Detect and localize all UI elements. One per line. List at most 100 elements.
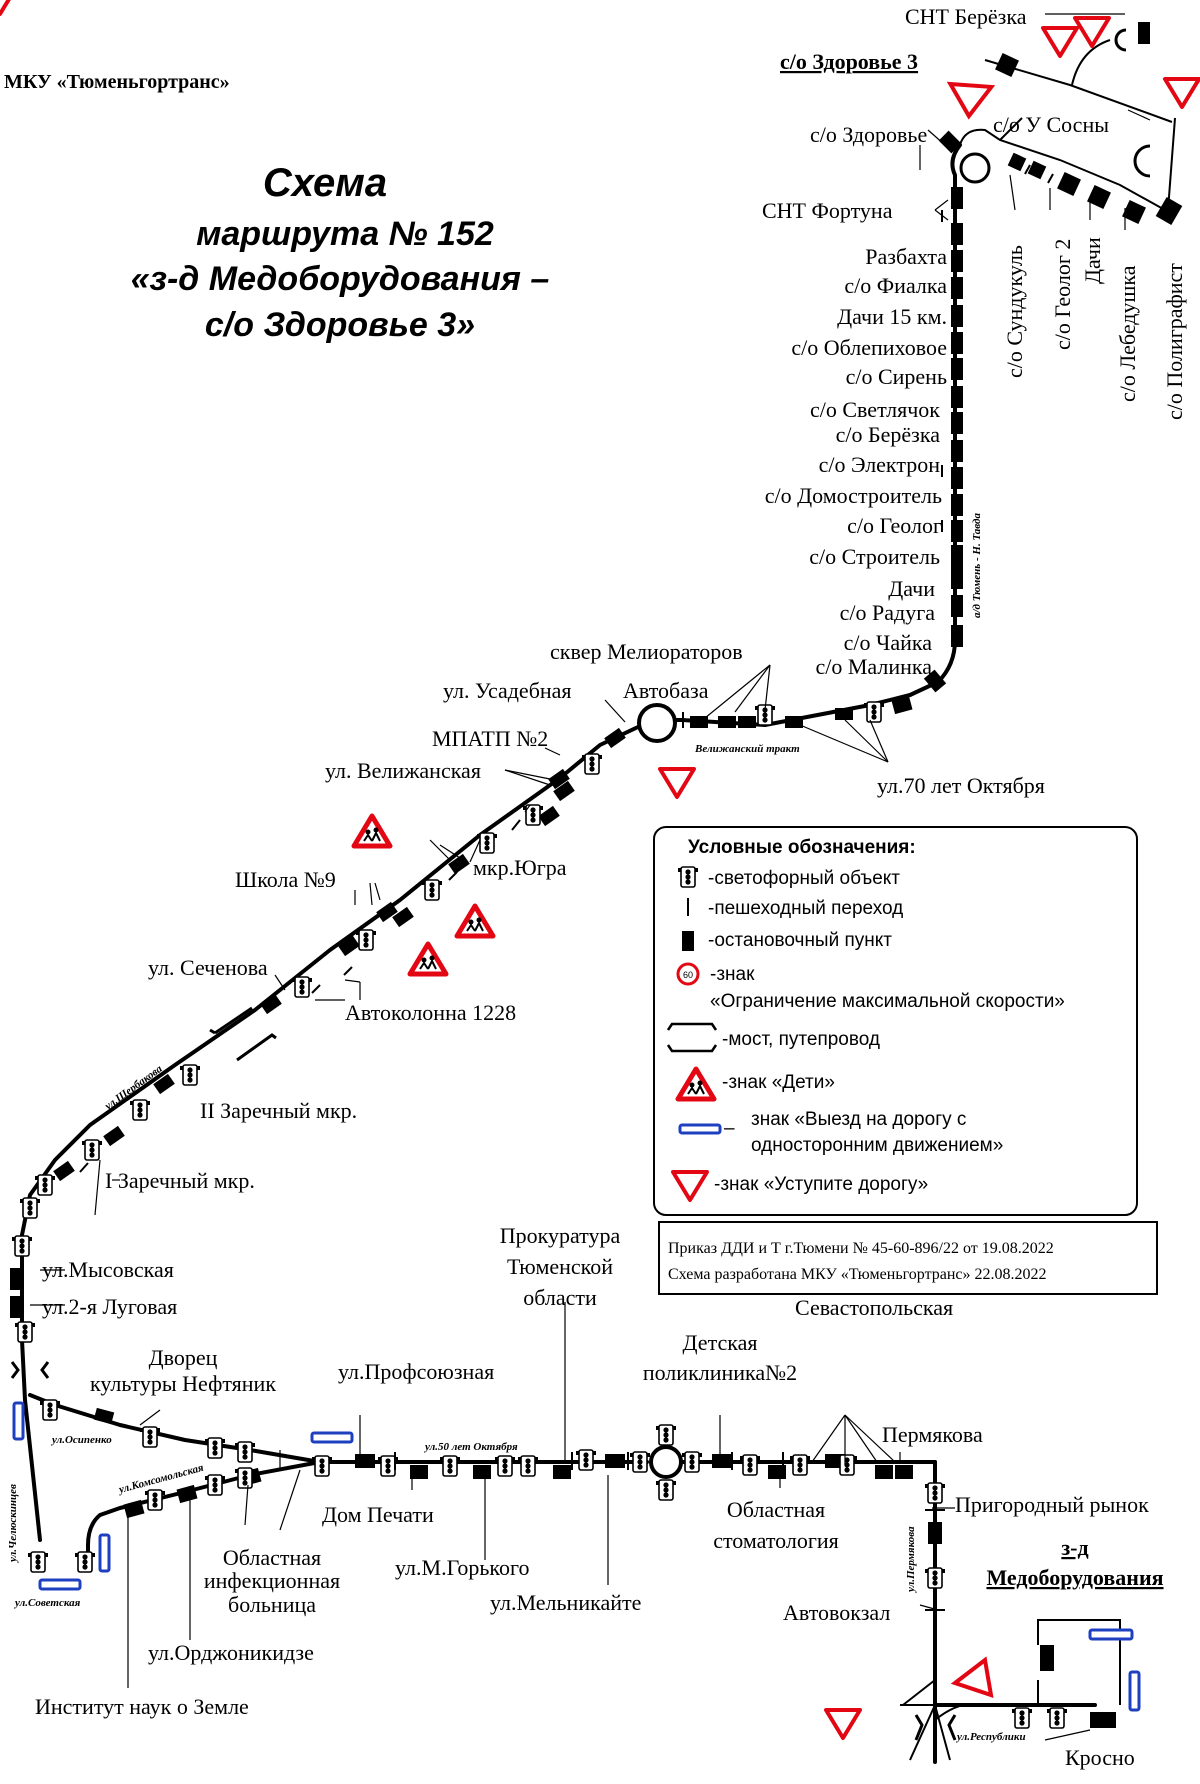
label-sundukul: с/о Сундукуль bbox=[1002, 245, 1027, 378]
label-snt-berezka: СНТ Берёзка bbox=[905, 4, 1027, 29]
stop-labels-vertical: с/о Сундукуль с/о Геолог 2 Дачи с/о Лебе… bbox=[971, 237, 1187, 618]
label-lebedushka: с/о Лебедушка bbox=[1115, 265, 1140, 402]
label-dvorets1: Дворец bbox=[149, 1345, 218, 1370]
label-detskaya2: поликлиника№2 bbox=[643, 1360, 797, 1385]
label-snt-fortuna: СНТ Фортуна bbox=[762, 198, 893, 223]
label-institut: Институт наук о Земле bbox=[35, 1694, 249, 1719]
org-name: МКУ «Тюменьгортранс» bbox=[4, 71, 230, 93]
legend-traffic-light: -светофорный объект bbox=[708, 868, 900, 889]
street-sovetskaya: ул.Советская bbox=[13, 1597, 81, 1609]
label-berezka: с/о Берёзка bbox=[836, 422, 941, 447]
label-dom-pechati: Дом Печати bbox=[322, 1502, 434, 1527]
large-yield-signs bbox=[946, 81, 996, 1698]
label-prigorodny: Пригородный рынок bbox=[955, 1492, 1149, 1517]
street-50-let: ул.50 лет Октября bbox=[423, 1441, 518, 1453]
label-oblastnaya-stom1: Областная bbox=[727, 1497, 825, 1522]
label-velizhanskaya: ул. Велижанская bbox=[325, 758, 481, 783]
label-skver: сквер Мелиораторов bbox=[550, 639, 743, 664]
label-zarechny1: I Заречный мкр. bbox=[105, 1168, 255, 1193]
street-respubliki: ул.Республики bbox=[955, 1731, 1026, 1743]
label-fialka: с/о Фиалка bbox=[844, 273, 947, 298]
label-geolog2: с/о Геолог 2 bbox=[1050, 239, 1075, 350]
label-dachi-a: Дачи bbox=[888, 576, 935, 601]
oneway-icon bbox=[678, 1123, 722, 1135]
order-line2: Схема разработана МКУ «Тюменьгортранс» 2… bbox=[668, 1266, 1047, 1283]
label-u-sosny: с/о У Сосны bbox=[993, 112, 1109, 137]
legend-bridge: -мост, путепровод bbox=[722, 1029, 880, 1050]
label-mpatp: МПАТП №2 bbox=[432, 726, 548, 751]
stop-labels-south: Дворец культуры Нефтяник ул.Профсоюзная … bbox=[7, 1223, 1164, 1770]
title-line1: Схема bbox=[263, 161, 387, 205]
label-razbakhta: Разбахта bbox=[865, 244, 947, 269]
label-infek2: инфекционная bbox=[204, 1568, 340, 1593]
label-melnikayte: ул.Мельникайте bbox=[490, 1590, 641, 1615]
legend-children: -знак «Дети» bbox=[722, 1072, 835, 1093]
stop-markers bbox=[10, 22, 1183, 1728]
legend-yield: -знак «Уступите дорогу» bbox=[714, 1174, 928, 1195]
label-detskaya1: Детская bbox=[683, 1330, 758, 1355]
label-siren: с/о Сирень bbox=[846, 364, 947, 389]
label-krosno: Кросно bbox=[1065, 1745, 1135, 1770]
label-permyakova: Пермякова bbox=[882, 1422, 983, 1447]
label-zdorovye3: с/о Здоровье 3 bbox=[780, 49, 918, 74]
label-domostroitel: с/о Домостроитель bbox=[765, 483, 942, 508]
label-70-let: ул.70 лет Октября bbox=[877, 773, 1045, 798]
label-dachi-b: Дачи bbox=[1080, 237, 1105, 284]
legend-speed-value: 60 bbox=[683, 970, 693, 980]
legend-heading: Условные обозначения: bbox=[688, 837, 916, 858]
label-zarechny2: II Заречный мкр. bbox=[200, 1098, 357, 1123]
label-prokuratura1: Прокуратура bbox=[500, 1223, 621, 1248]
street-velizhansky: Велижанский тракт bbox=[694, 743, 800, 755]
label-poligrafist: с/о Полиграфист bbox=[1162, 263, 1187, 420]
legend-stop: -остановочный пункт bbox=[708, 930, 892, 951]
legend-oneway-2: односторонним движением» bbox=[751, 1135, 1003, 1156]
speed-limit-icon bbox=[676, 962, 700, 986]
label-zavod1: з-д bbox=[1061, 1535, 1088, 1560]
order-box: Приказ ДДИ и Т г.Тюмени № 45-60-896/22 о… bbox=[658, 1221, 1158, 1295]
order-line1: Приказ ДДИ и Т г.Тюмени № 45-60-896/22 о… bbox=[668, 1240, 1054, 1257]
label-lugovaya: ул.2-я Луговая bbox=[42, 1294, 177, 1319]
label-sechenova: ул. Сеченова bbox=[148, 955, 268, 980]
street-tyumen-tavda: а/д Тюмень - Н. Тавда bbox=[971, 513, 983, 618]
label-dachi15: Дачи 15 км. bbox=[837, 304, 947, 329]
label-infek3: больница bbox=[228, 1592, 316, 1617]
street-osipenko: ул.Осипенко bbox=[50, 1434, 112, 1446]
label-yugra: мкр.Югра bbox=[473, 855, 567, 880]
label-sevastopolskaya: Севастопольская bbox=[795, 1295, 953, 1320]
title-line3: «з-д Медоборудования – bbox=[131, 260, 550, 298]
street-permyakova: ул.Пермякова bbox=[905, 1526, 917, 1594]
crossings bbox=[79, 164, 1054, 1611]
map-title: Схема маршрута № 152 «з-д Медоборудовани… bbox=[131, 161, 550, 344]
label-svetlyachok: с/о Светлячок bbox=[810, 397, 940, 422]
legend-speed-1: -знак bbox=[710, 964, 755, 985]
roundabouts bbox=[959, 28, 1151, 184]
stop-labels-north: СНТ Берёзка с/о Здоровье 3 с/о У Сосны с… bbox=[762, 4, 1109, 679]
label-malinka: с/о Малинка bbox=[815, 654, 932, 679]
title-line4: с/о Здоровье 3» bbox=[205, 306, 475, 344]
label-elektron: с/о Электрон bbox=[819, 452, 941, 477]
label-oblastnaya-stom2: стоматология bbox=[713, 1528, 839, 1553]
label-prokuratura2: Тюменской bbox=[507, 1254, 613, 1279]
label-avtovokzal: Автовокзал bbox=[783, 1600, 890, 1625]
title-line2: маршрута № 152 bbox=[196, 215, 494, 253]
legend: Условные обозначения: -светофорный объек… bbox=[653, 826, 1138, 1216]
legend-oneway-1: знак «Выезд на дорогу с bbox=[751, 1109, 966, 1130]
label-zavod2: Медоборудования bbox=[986, 1565, 1163, 1590]
label-avtokolonna: Автоколонна 1228 bbox=[345, 1000, 516, 1025]
label-raduga: с/о Радуга bbox=[840, 600, 936, 625]
label-avtobaza: Автобаза bbox=[623, 678, 709, 703]
bridges bbox=[10, 1006, 957, 1741]
label-chayka: с/о Чайка bbox=[844, 630, 933, 655]
label-gorkogo: ул.М.Горького bbox=[395, 1555, 529, 1580]
legend-crossing: -пешеходный переход bbox=[708, 898, 903, 919]
oneway-signs bbox=[12, 1401, 1141, 1712]
label-mysovskaya: ул.Мысовская bbox=[42, 1257, 174, 1282]
legend-oneway-dash: – bbox=[724, 1118, 735, 1139]
street-chelyuskintsev: ул.Челюскинцев bbox=[7, 1484, 19, 1564]
label-ordzhonikidze: ул.Орджоникидзе bbox=[148, 1640, 314, 1665]
legend-speed-2: «Ограничение максимальной скорости» bbox=[710, 991, 1065, 1012]
label-profsoyuznaya: ул.Профсоюзная bbox=[338, 1359, 494, 1384]
bridge-icon bbox=[666, 1022, 718, 1053]
leader-lines bbox=[30, 13, 1166, 1741]
